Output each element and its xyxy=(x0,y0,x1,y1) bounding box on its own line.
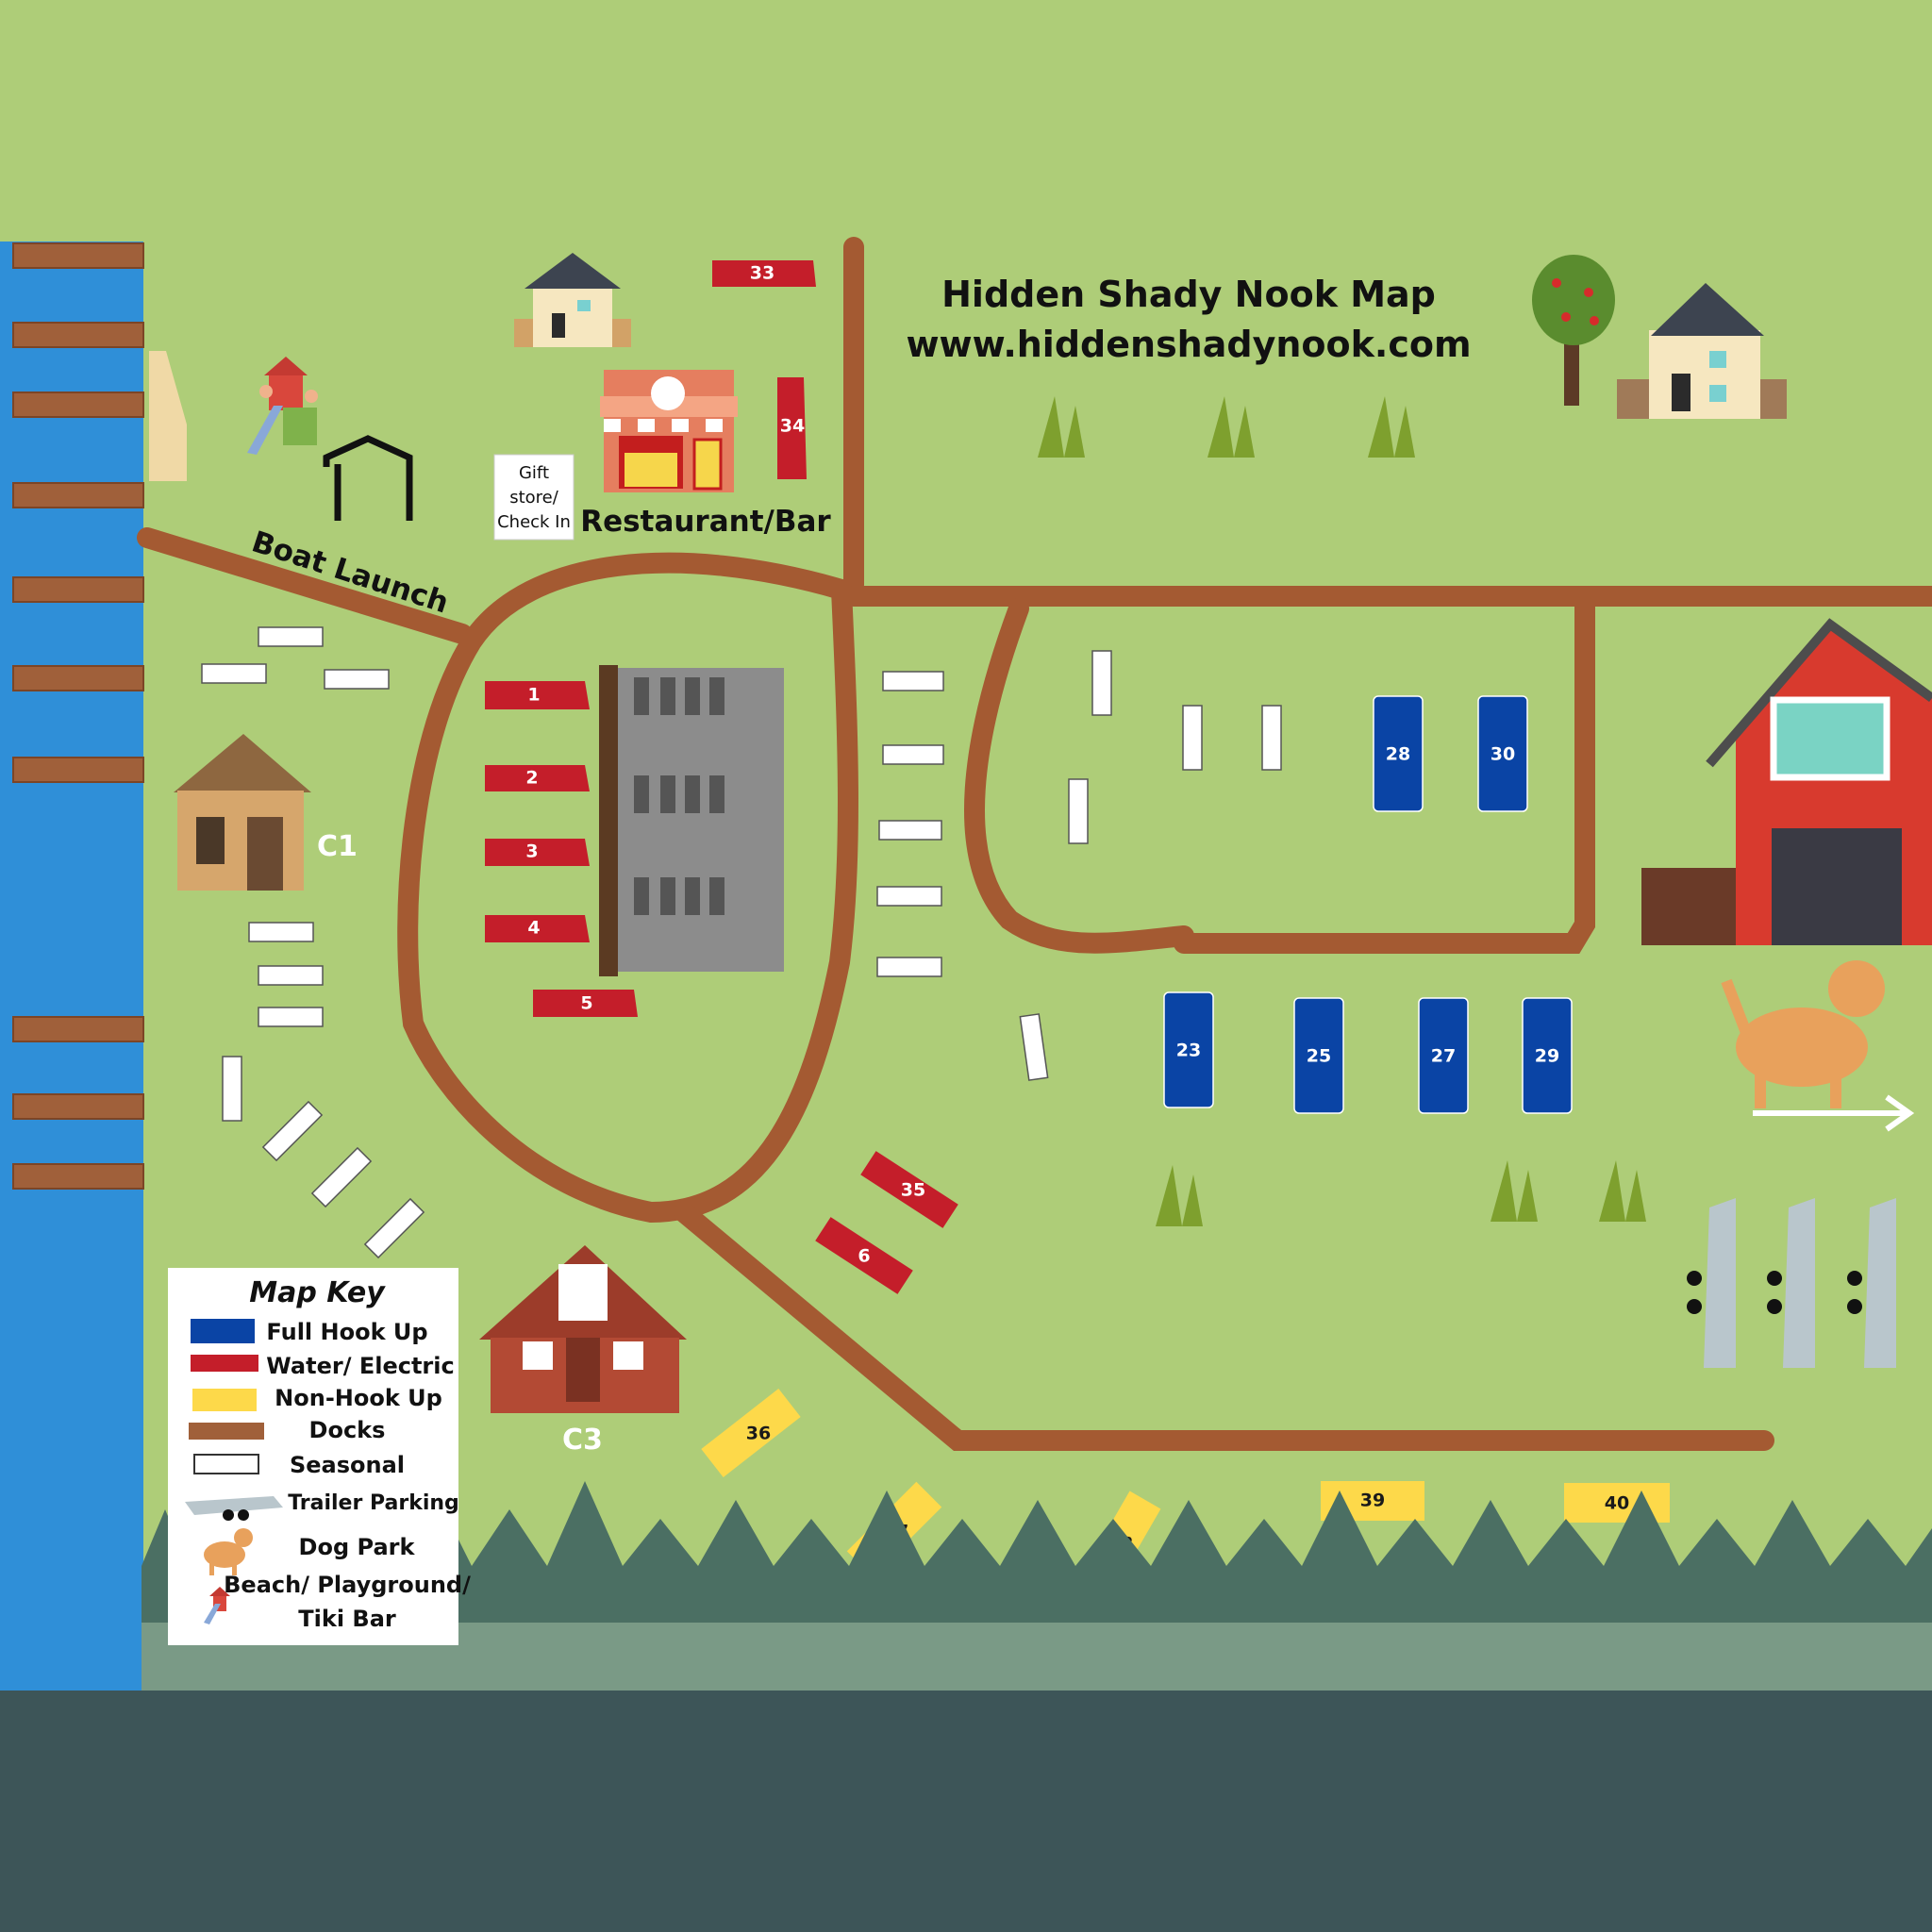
footer-band xyxy=(0,1690,1932,1932)
site-29-label: 29 xyxy=(1535,1046,1559,1067)
site-30[interactable] xyxy=(1477,695,1528,812)
site-27[interactable] xyxy=(1418,997,1469,1114)
beach-sand xyxy=(149,351,187,481)
site-6-label: 6 xyxy=(858,1246,870,1267)
playground-icon xyxy=(247,357,318,455)
site-4-label: 4 xyxy=(527,918,540,939)
site-28-label: 28 xyxy=(1386,744,1410,765)
site-3[interactable] xyxy=(485,839,590,866)
roads xyxy=(137,237,1932,1451)
key-swatch-full-hookup xyxy=(191,1319,255,1343)
key-swatch-non-hookup xyxy=(192,1389,257,1411)
map-key: Map Key Full Hook Up Water/ Electric Non… xyxy=(168,1268,471,1645)
dog-icon xyxy=(204,1528,253,1575)
parking-lot xyxy=(599,665,784,976)
gift-store-box xyxy=(493,454,575,541)
key-label-seasonal: Seasonal xyxy=(290,1452,405,1478)
pine-treeline xyxy=(142,1462,1932,1690)
key-label-beach-playground: Beach/ Playground/ xyxy=(224,1572,471,1598)
docks xyxy=(12,242,144,1190)
restaurant-icon xyxy=(600,370,738,492)
site-33-label: 33 xyxy=(750,263,774,284)
site-30-label: 30 xyxy=(1491,744,1515,765)
site-2[interactable] xyxy=(485,765,590,791)
key-label-water-electric: Water/ Electric xyxy=(266,1353,454,1379)
gift-store-line2: store/ xyxy=(509,488,559,508)
site-6[interactable] xyxy=(815,1217,913,1294)
cabin-c1-icon xyxy=(174,734,311,891)
playground-icon xyxy=(204,1587,230,1624)
right-arrow-icon[interactable] xyxy=(1753,1094,1915,1132)
key-swatch-seasonal xyxy=(193,1454,259,1474)
house-icon xyxy=(514,253,631,347)
dog-icon xyxy=(1721,960,1885,1108)
gift-store-line1: Gift xyxy=(519,463,549,483)
site-25-label: 25 xyxy=(1307,1046,1331,1067)
site-39-label: 39 xyxy=(1360,1491,1385,1511)
site-4[interactable] xyxy=(485,915,590,942)
trailer-parking-boats xyxy=(1687,1198,1896,1368)
site-2-label: 2 xyxy=(525,768,538,789)
key-label-dog-park: Dog Park xyxy=(299,1534,416,1560)
grass-tufts xyxy=(1038,396,1646,1226)
site-27-label: 27 xyxy=(1431,1046,1456,1067)
site-25[interactable] xyxy=(1293,997,1344,1114)
site-40-label: 40 xyxy=(1605,1493,1629,1514)
cabin-c3-label: C3 xyxy=(562,1424,603,1457)
map-title: Hidden Shady Nook Map xyxy=(941,274,1436,315)
gift-store-line3: Check In xyxy=(497,512,571,532)
key-label-docks: Docks xyxy=(309,1417,386,1443)
site-36[interactable] xyxy=(701,1389,801,1477)
apple-tree-icon xyxy=(1532,255,1615,406)
site-1[interactable] xyxy=(485,681,590,709)
site-34-label: 34 xyxy=(780,416,805,437)
site-33[interactable] xyxy=(712,260,816,287)
key-swatch-docks xyxy=(189,1423,264,1440)
site-29[interactable] xyxy=(1522,997,1573,1114)
full-hookup-sites: 28 30 23 25 27 29 xyxy=(1163,695,1573,1114)
boat-launch-shelter-icon xyxy=(323,435,413,521)
site-28[interactable] xyxy=(1373,695,1424,812)
site-5[interactable] xyxy=(533,990,638,1017)
seasonal-sites xyxy=(201,626,1282,1259)
site-1-label: 1 xyxy=(527,685,540,706)
lake-water xyxy=(0,242,143,1690)
key-label-tiki-bar: Tiki Bar xyxy=(298,1606,396,1632)
cabin-c1-label: C1 xyxy=(317,830,358,863)
water-electric-sites: 33 34 1 2 3 4 5 35 6 xyxy=(485,260,958,1294)
site-35-label: 35 xyxy=(901,1180,925,1201)
site-34[interactable] xyxy=(777,377,807,479)
site-35[interactable] xyxy=(860,1151,958,1228)
map-website[interactable]: www.hiddenshadynook.com xyxy=(906,324,1471,365)
site-3-label: 3 xyxy=(525,841,538,862)
map-key-title: Map Key xyxy=(249,1276,386,1309)
farmhouse-icon xyxy=(1617,283,1787,419)
key-swatch-water-electric xyxy=(191,1355,258,1372)
barn-icon xyxy=(1641,618,1932,945)
site-23[interactable] xyxy=(1163,991,1214,1108)
key-label-trailer-parking: Trailer Parking xyxy=(288,1491,459,1515)
restaurant-label: Restaurant/Bar xyxy=(580,505,831,539)
site-36-label: 36 xyxy=(746,1424,771,1444)
key-label-non-hookup: Non-Hook Up xyxy=(275,1385,442,1411)
boat-trailer-icon xyxy=(185,1496,283,1521)
site-23-label: 23 xyxy=(1176,1041,1201,1061)
key-label-full-hookup: Full Hook Up xyxy=(266,1319,427,1345)
site-5-label: 5 xyxy=(580,993,592,1014)
cabin-c3-icon xyxy=(479,1245,687,1413)
